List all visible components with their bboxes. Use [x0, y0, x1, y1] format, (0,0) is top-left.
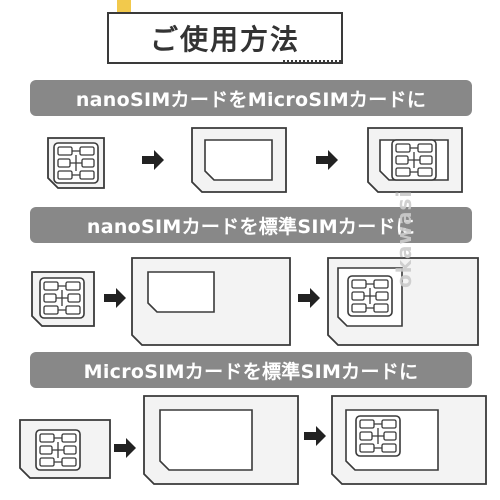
- row1-arrow-2-icon: [316, 150, 338, 170]
- row1-arrow-1-icon: [142, 150, 164, 170]
- page-title: ご使用方法: [149, 23, 300, 56]
- step-label-1: nanoSIMカードをMicroSIMカードに: [75, 88, 427, 111]
- row3-standard-sim-adapter-icon: [143, 395, 299, 485]
- row1-combined-micro-sim-icon: [367, 127, 463, 193]
- step-banner-1: nanoSIMカードをMicroSIMカードに: [30, 80, 472, 116]
- row2-standard-sim-adapter-icon: [131, 257, 291, 346]
- watermark-text: okawasi: [392, 189, 416, 288]
- step-label-2: nanoSIMカードを標準SIMカードに: [86, 215, 416, 238]
- row2-nano-sim-card-icon: [31, 271, 95, 327]
- row3-combined-standard-sim-icon: [331, 395, 487, 485]
- row1-micro-sim-adapter-icon: [191, 127, 287, 193]
- row2-arrow-1-icon: [104, 288, 126, 308]
- row3-micro-sim-card-icon: [19, 419, 111, 479]
- step-label-3: MicroSIMカードを標準SIMカードに: [83, 360, 419, 383]
- row2-arrow-2-icon: [298, 288, 320, 308]
- title-box: ご使用方法: [107, 12, 343, 64]
- row3-arrow-1-icon: [114, 438, 136, 458]
- row1-nano-sim-card-icon: [47, 137, 105, 189]
- title-dotted-underline: [283, 60, 343, 64]
- step-banner-2: nanoSIMカードを標準SIMカードに: [30, 207, 472, 243]
- step-banner-3: MicroSIMカードを標準SIMカードに: [30, 352, 472, 388]
- row3-arrow-2-icon: [304, 426, 326, 446]
- row2-combined-standard-sim-icon: [327, 257, 479, 346]
